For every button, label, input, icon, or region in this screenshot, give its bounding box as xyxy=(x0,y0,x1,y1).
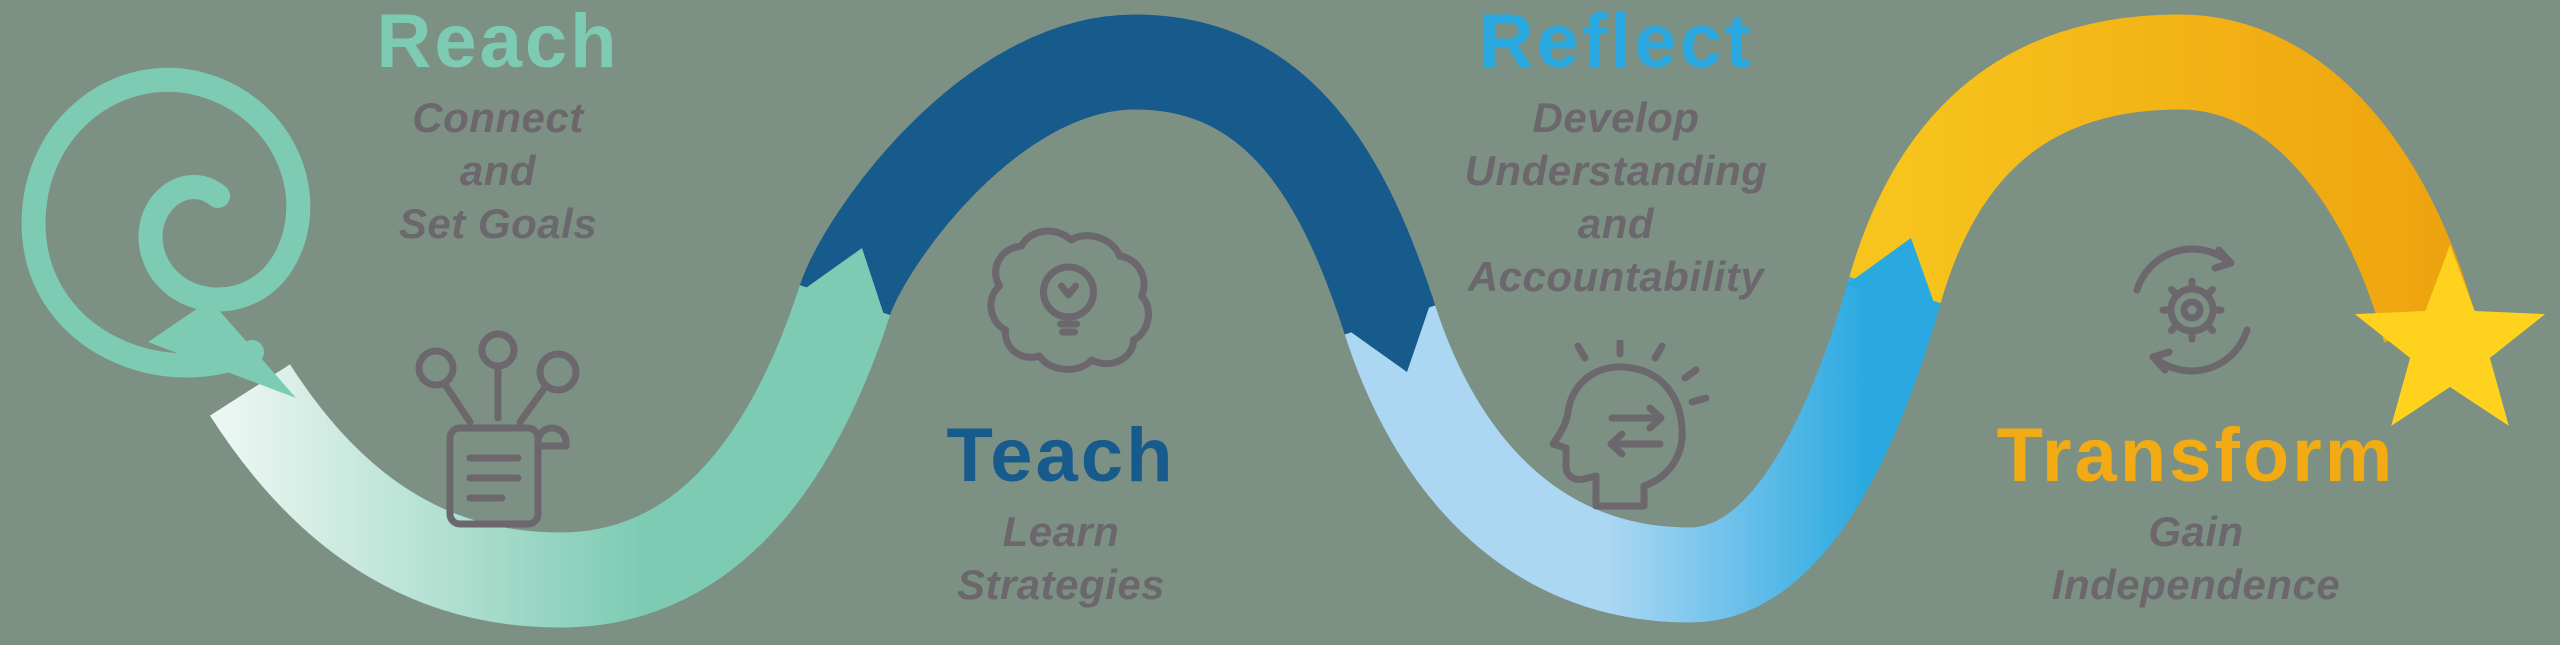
stage-reflect-title: Reflect xyxy=(1478,0,1754,84)
goals-scroll-icon xyxy=(398,330,598,535)
stage-reach-subtitle: Connect and Set Goals xyxy=(398,94,598,247)
goals-scroll-icon-shapes xyxy=(415,330,580,528)
stage-transform-subtitle: Gain Independence xyxy=(2051,508,2341,608)
wave-chevron-teal-to-blue xyxy=(796,248,887,324)
brain-lightbulb-icon-shapes xyxy=(987,227,1152,373)
gear-cycle-icon xyxy=(2107,228,2277,393)
head-arrows-icon xyxy=(1520,340,1720,535)
stage-reach: Reach Connect and Set Goals xyxy=(188,4,808,251)
star-icon xyxy=(2354,245,2546,426)
gear-cycle-icon-shapes xyxy=(2133,245,2251,375)
stage-transform: Transform Gain Independence xyxy=(1886,418,2506,612)
wave-segment-transform xyxy=(1849,14,2476,343)
wave-segment-reach xyxy=(210,285,891,628)
stage-transform-title: Transform xyxy=(1996,413,2396,498)
brain-lightbulb-icon xyxy=(972,224,1167,384)
speech-bubble-icon xyxy=(21,67,311,398)
stage-reflect-subtitle: Develop Understanding and Accountability xyxy=(1464,94,1768,300)
stage-teach-subtitle: Learn Strategies xyxy=(956,508,1166,608)
stage-reach-title: Reach xyxy=(376,0,620,84)
wave-chevron-cyan-to-gold xyxy=(1846,238,1938,314)
wave-segment-teach xyxy=(799,14,1436,335)
stage-teach: Teach Learn Strategies xyxy=(751,418,1371,612)
wave-chevron-blue-to-lightblue xyxy=(1341,296,1433,372)
wave-segment-reflect xyxy=(1344,276,1941,623)
head-arrows-icon-shapes xyxy=(1549,340,1710,510)
stage-teach-title: Teach xyxy=(946,413,1176,498)
stage-reflect: Reflect Develop Understanding and Accoun… xyxy=(1306,4,1926,304)
